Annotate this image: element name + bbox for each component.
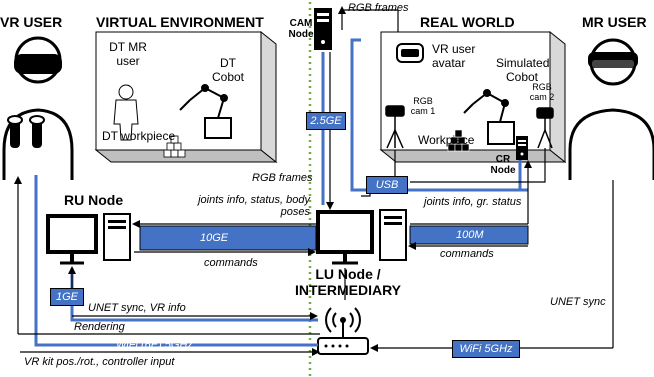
- label-rgb-frames-top: RGB frames: [348, 2, 409, 14]
- vr-user-figure: [2, 36, 74, 180]
- label-joints-right: joints info, gr. status: [424, 196, 522, 208]
- dt-mr-user-figure: [113, 84, 139, 141]
- label-ru-node: RU Node: [64, 192, 124, 208]
- cr-node-tower: [516, 136, 528, 160]
- label-commands-right: commands: [440, 248, 494, 260]
- label-unet-sync-vr: UNET sync, VR info: [88, 302, 186, 314]
- label-dt-workpiece: DT workpiece: [102, 129, 176, 143]
- title-vr-user: VR USER: [0, 14, 63, 30]
- simulated-cobot-figure: [463, 89, 515, 145]
- badge-2-5ge: 2.5GE: [306, 112, 346, 130]
- label-joints-left: joints info, status, body poses: [198, 194, 310, 218]
- label-rgb-cam-2: RGB cam 2: [529, 82, 555, 102]
- label-100m: 100M: [456, 229, 484, 241]
- label-simulated-cobot: Simulated Cobot: [496, 56, 550, 84]
- label-dt-cobot: DT Cobot: [211, 56, 245, 84]
- mr-user-figure: [568, 38, 654, 180]
- blue-link-bars: [139, 225, 529, 251]
- badge-1ge: 1GE: [50, 288, 84, 306]
- label-cr-node: CR Node: [490, 154, 516, 176]
- label-vr-kit: VR kit pos./rot., controller input: [24, 356, 175, 368]
- router-figure: [317, 307, 369, 355]
- arrow-usb-cam2: [410, 148, 546, 183]
- label-rendering: Rendering: [74, 321, 125, 333]
- label-rgb-frames-mid: RGB frames: [252, 172, 313, 184]
- label-vr-user-avatar: VR user avatar: [432, 42, 476, 70]
- ru-node-computer: [46, 213, 131, 265]
- label-wifi-6e: WiFi (6E) 5GHz: [116, 339, 193, 351]
- title-real-world: REAL WORLD: [420, 14, 515, 30]
- dt-workpiece-cubes: [163, 135, 186, 158]
- vr-avatar-headset: [396, 43, 424, 63]
- title-virtual-environment: VIRTUAL ENVIRONMENT: [96, 14, 264, 30]
- rgb-cam-2-figure: [536, 107, 554, 149]
- label-rgb-cam-1: RGB cam 1: [410, 96, 436, 116]
- label-commands-left: commands: [204, 257, 258, 269]
- rgb-cam-1-figure: [385, 105, 405, 149]
- label-unet-sync-mr: UNET sync: [550, 296, 606, 308]
- label-dt-mr-user: DT MR user: [109, 40, 147, 68]
- label-workpiece: Workpiece: [418, 133, 475, 147]
- title-mr-user: MR USER: [582, 14, 647, 30]
- virtual-environment-box: [94, 30, 278, 164]
- label-10ge: 10GE: [200, 232, 229, 244]
- dt-cobot-figure: [179, 84, 232, 139]
- badge-wifi-5ghz: WiFi 5GHz: [452, 340, 520, 358]
- label-lu-node: LU Node / INTERMEDIARY: [294, 266, 402, 298]
- cam-node-tower: [314, 8, 332, 50]
- badge-usb: USB: [366, 176, 408, 194]
- workpiece-cubes: [447, 129, 470, 152]
- lu-node-computer: [316, 209, 407, 265]
- label-cam-node: CAM Node: [288, 18, 314, 40]
